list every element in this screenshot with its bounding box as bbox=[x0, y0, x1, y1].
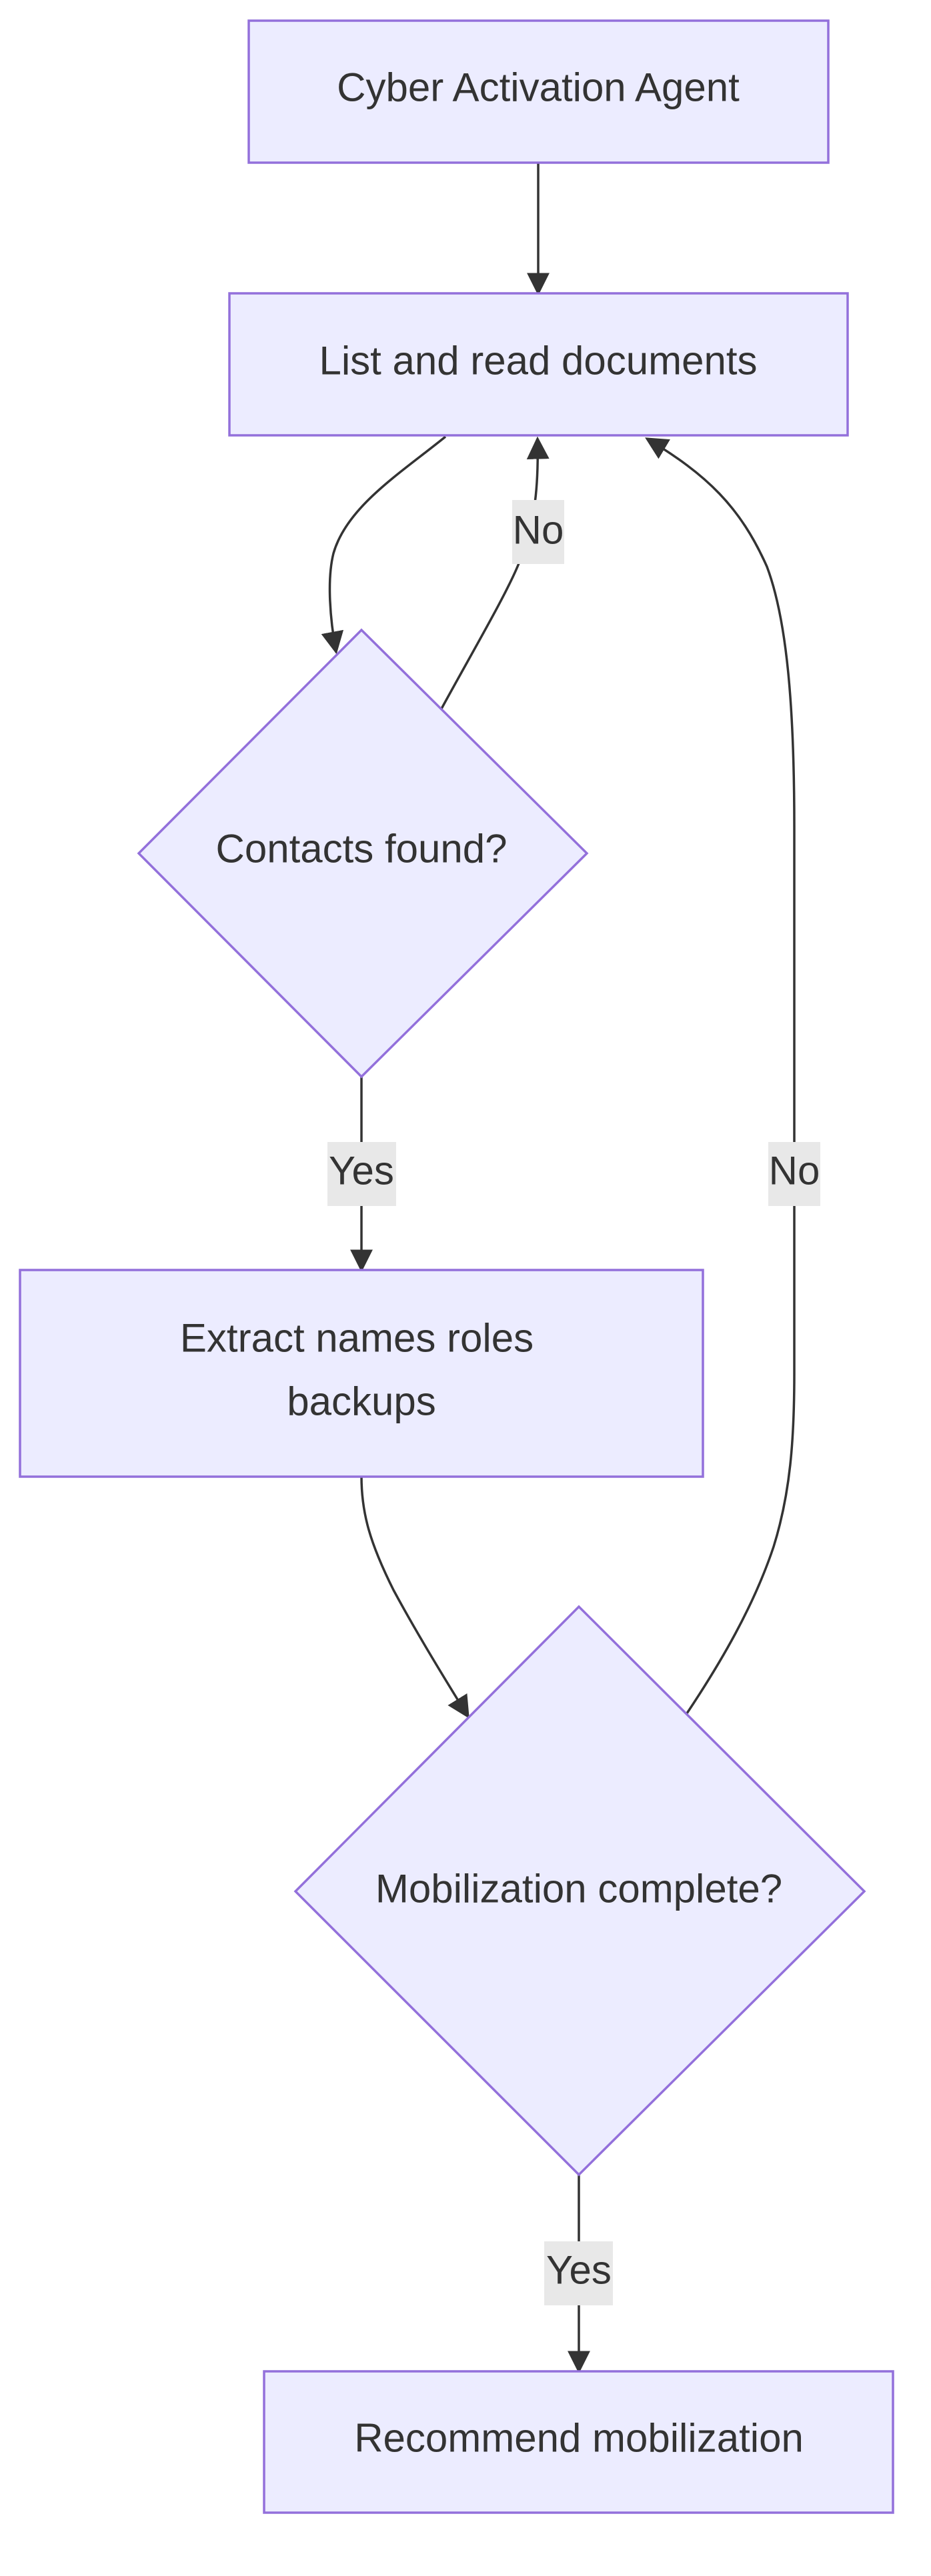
node-label: Mobilization complete? bbox=[375, 1867, 782, 1911]
edge-list-to-contacts bbox=[321, 435, 447, 655]
node-cyber-activation-agent: Cyber Activation Agent bbox=[247, 19, 830, 164]
node-label: Contacts found? bbox=[216, 827, 508, 871]
edge-label-text: No bbox=[513, 508, 564, 553]
edge-label-text: Yes bbox=[329, 1149, 394, 1193]
node-extract-names-roles-backups: Extract names roles backups bbox=[19, 1269, 704, 1478]
edge-label-mobilization-yes: Yes bbox=[544, 2241, 613, 2305]
node-label: Cyber Activation Agent bbox=[337, 65, 740, 110]
edge-extract-to-mobilization bbox=[360, 1476, 470, 1719]
edge-label-text: No bbox=[769, 1149, 820, 1193]
node-label-line-2: backups bbox=[287, 1379, 435, 1424]
node-list-and-read-documents: List and read documents bbox=[228, 292, 849, 437]
edge-label-text: Yes bbox=[546, 2248, 612, 2293]
edge-label-contacts-no: No bbox=[512, 500, 564, 564]
node-label: Recommend mobilization bbox=[354, 2416, 804, 2461]
edge-label-contacts-yes: Yes bbox=[327, 1142, 396, 1206]
node-contacts-found-decision: Contacts found? bbox=[137, 628, 589, 1079]
node-label-line-1: Extract names roles bbox=[180, 1316, 534, 1361]
edge-contacts-no-to-list bbox=[440, 436, 550, 709]
node-mobilization-complete-decision: Mobilization complete? bbox=[293, 1605, 866, 2177]
edge-label-mobilization-no: No bbox=[768, 1142, 820, 1206]
edge-mobilization-no-to-list bbox=[645, 437, 796, 1714]
node-recommend-mobilization: Recommend mobilization bbox=[263, 2370, 894, 2514]
node-label: List and read documents bbox=[319, 339, 757, 383]
